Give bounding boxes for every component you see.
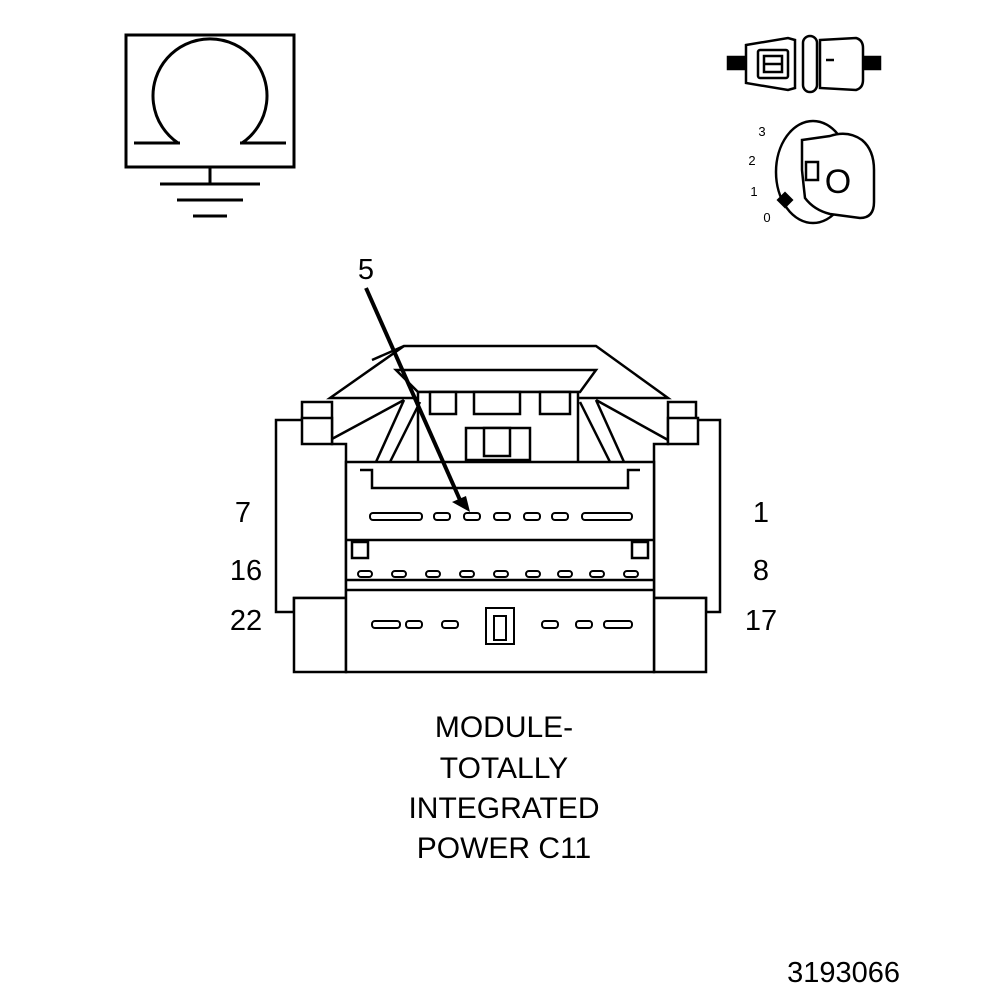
disconnected-connector-icon [726,34,882,94]
caption-line-2: TOTALLY [440,752,568,785]
pin-callout-label: 5 [358,254,374,286]
caption-line-4: POWER C11 [417,832,591,865]
pin-callout-arrow [364,287,470,512]
ignition-position-0: 0 [763,210,770,225]
cavity-row-1 [369,512,633,521]
connector-caption: MODULE- TOTALLY INTEGRATED POWER C11 [408,711,599,865]
cavity-row-2 [357,570,639,578]
ignition-position-3: 3 [758,124,765,139]
ohmmeter-ground-icon [124,33,296,218]
figure-number: 3193066 [787,957,900,989]
connector-face [274,344,722,674]
ignition-key-off-icon: O 3 2 1 0 [748,119,876,225]
ignition-position-1: 1 [750,184,757,199]
caption-line-3: INTEGRATED [408,792,599,825]
ignition-position-2: 2 [748,153,755,168]
key-letter: O [825,163,851,201]
pin-label-row1-left: 7 [235,497,251,529]
pin-label-row3-left: 22 [230,605,262,637]
pin-label-row3-right: 17 [745,605,777,637]
cavity-row-3 [371,607,633,645]
pin-label-row2-right: 8 [753,555,769,587]
pin-label-row2-left: 16 [230,555,262,587]
caption-line-1: MODULE- [435,711,573,744]
pin-label-row1-right: 1 [753,497,769,529]
key-position-marker [776,191,794,209]
